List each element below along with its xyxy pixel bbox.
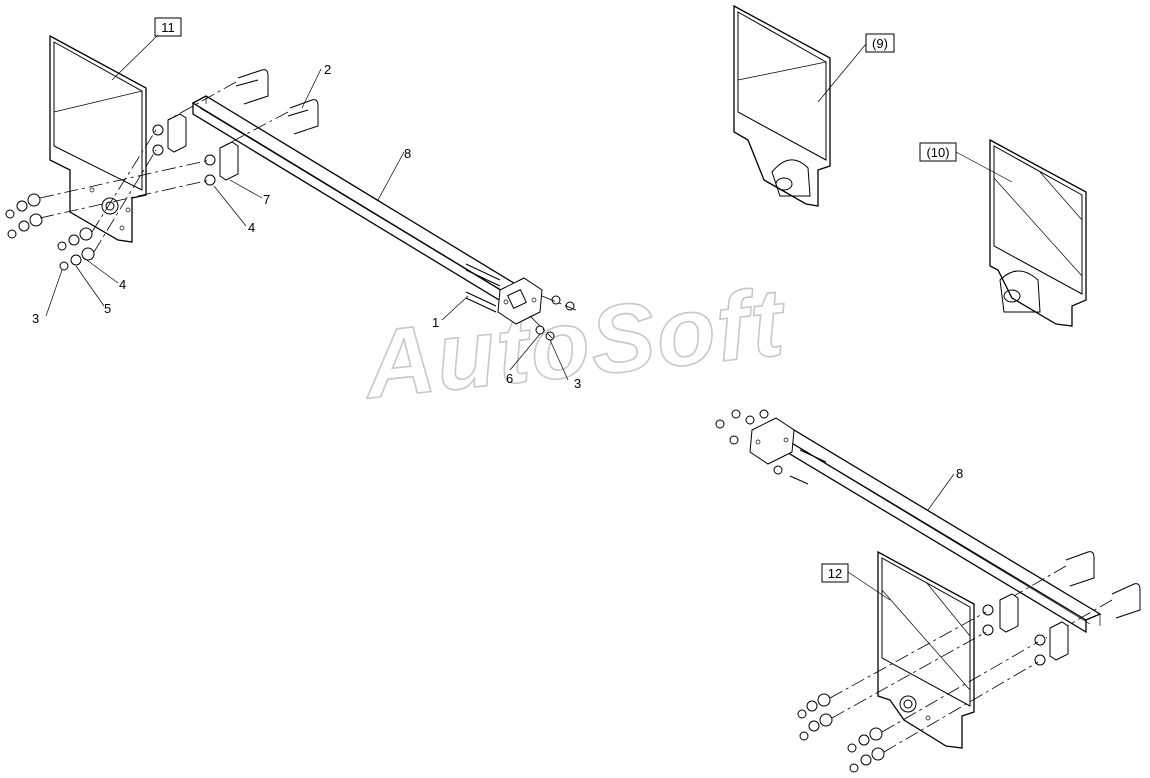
callout-6: 6	[506, 371, 513, 386]
mud-flap-right-12	[877, 550, 975, 749]
mud-flap-left-front	[49, 34, 147, 243]
svg-text:7: 7	[263, 192, 270, 207]
svg-text:11: 11	[161, 20, 175, 35]
u-bolt-pair-left	[235, 69, 319, 135]
callout-7: 7	[263, 192, 270, 207]
svg-text:(10): (10)	[926, 145, 949, 160]
svg-text:4: 4	[119, 277, 126, 292]
callout-9: (9)	[865, 33, 895, 53]
axle-tube-left	[191, 95, 524, 308]
svg-text:6: 6	[506, 371, 513, 386]
callout-4-upper: 4	[248, 220, 255, 235]
svg-text:8: 8	[404, 146, 411, 161]
svg-text:3: 3	[32, 311, 39, 326]
svg-text:8: 8	[956, 466, 963, 481]
svg-text:12: 12	[828, 566, 842, 581]
clamp-plates-left	[152, 113, 239, 186]
u-bolt-pair-right	[999, 551, 1141, 639]
svg-text:4: 4	[248, 220, 255, 235]
callout-5: 5	[104, 301, 111, 316]
callout-8-upper: 8	[404, 146, 411, 161]
callout-8-lower: 8	[956, 466, 963, 481]
mud-flap-right-10	[989, 138, 1087, 327]
callout-2: 2	[324, 62, 331, 77]
callout-10: (10)	[919, 142, 957, 162]
callout-4-lower: 4	[119, 277, 126, 292]
watermark: AutoSoft	[358, 268, 792, 419]
fastener-cluster-right	[797, 611, 1039, 773]
fastener-cluster-left	[5, 193, 95, 271]
callout-12: 12	[821, 563, 849, 583]
svg-text:2: 2	[324, 62, 331, 77]
svg-text:(9): (9)	[872, 36, 888, 51]
callout-1: 1	[432, 315, 439, 330]
svg-text:3: 3	[574, 376, 581, 391]
mud-flap-right-9	[733, 4, 831, 207]
leader-lines	[45, 34, 1013, 601]
callout-3-left: 3	[32, 311, 39, 326]
callout-11: 11	[154, 17, 182, 37]
svg-text:1: 1	[432, 315, 439, 330]
axle-tube-right	[768, 423, 1102, 634]
svg-text:5: 5	[104, 301, 111, 316]
callout-3-right: 3	[574, 376, 581, 391]
axle-flange-right	[715, 409, 827, 485]
clamp-plates-right	[982, 593, 1069, 666]
assembly-lines-left	[39, 81, 577, 339]
axle-flange-left	[497, 277, 543, 325]
